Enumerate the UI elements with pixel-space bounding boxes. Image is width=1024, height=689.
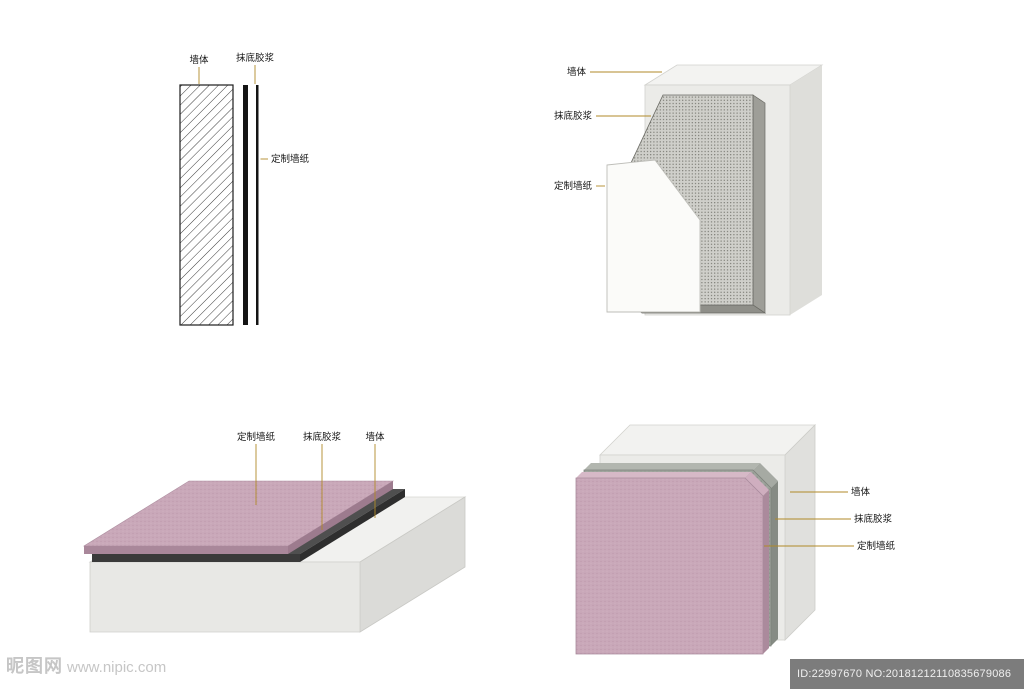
wallpaper-panel: [575, 472, 769, 655]
label-adhesive: 抹底胶浆: [303, 431, 342, 443]
panel-flat-layers-view: 定制墙纸 抹底胶浆 墙体: [82, 431, 467, 633]
image-id-text: ID:22997670 NO:20181212110835679086: [797, 668, 1012, 680]
adhesive-layer-line: [243, 85, 248, 325]
panel-section-view: 墙体 抹底胶浆 定制墙纸: [179, 52, 310, 326]
label-wallpaper: 定制墙纸: [554, 180, 593, 192]
label-wallpaper: 定制墙纸: [271, 153, 310, 165]
nipic-watermark: 昵图网 www.nipic.com: [6, 652, 166, 678]
panel-finished-wall-view: 墙体 抹底胶浆 定制墙纸: [575, 424, 896, 655]
label-wallpaper: 定制墙纸: [237, 431, 276, 443]
label-adhesive: 抹底胶浆: [236, 52, 275, 64]
label-wallpaper: 定制墙纸: [857, 540, 896, 552]
label-wall: 墙体: [567, 66, 587, 78]
wallpaper-layer-line: [256, 85, 259, 325]
watermark-site-url: www.nipic.com: [67, 659, 167, 676]
panel-3d-wall-view: 墙体 抹底胶浆 定制墙纸: [554, 64, 824, 316]
label-wall: 墙体: [365, 431, 385, 443]
image-id-bar: ID:22997670 NO:20181212110835679086: [790, 659, 1024, 689]
wallpaper-slab: [82, 480, 395, 554]
label-wall: 墙体: [851, 486, 871, 498]
label-adhesive: 抹底胶浆: [854, 513, 893, 525]
label-wall: 墙体: [189, 54, 209, 66]
watermark-site-name: 昵图网: [6, 656, 63, 676]
wall-hatched-section: [179, 84, 234, 326]
label-adhesive: 抹底胶浆: [554, 110, 593, 122]
wallpaper-sheet: [606, 159, 701, 313]
